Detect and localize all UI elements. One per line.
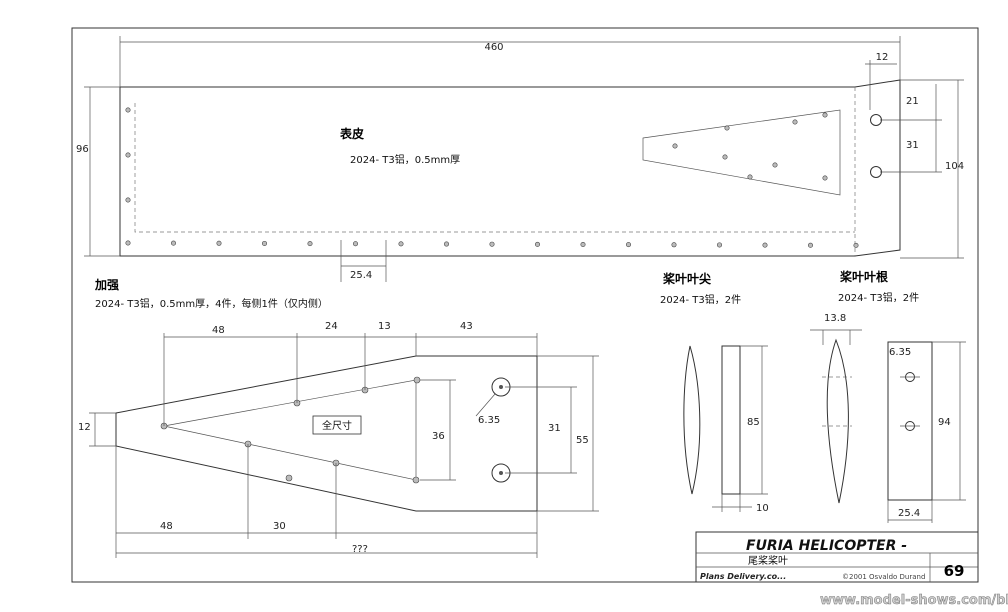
blade-root-hole-label: 6.35 [889,347,911,358]
watermark: www.model-shows.com/bbs [800,588,1008,612]
blade-root-view: 桨叶叶根 2024- T3铝，2件 13.8 6.35 94 25.4 [810,269,966,523]
blade-tip-view: 桨叶叶尖 2024- T3铝，2件 85 10 [660,271,769,514]
skin-outline [119,79,901,257]
reinforcement-view: 加强 2024- T3铝，0.5mm厚，4件，每侧1件（仅内侧） 全尺寸 48 … [78,277,599,558]
skin-rivet-pitch-label: 25.4 [350,270,372,281]
rivet [307,241,313,247]
blade-tip-title: 桨叶叶尖 [662,271,711,286]
blade-root-material: 2024- T3铝，2件 [838,292,919,304]
distributor: Plans Delivery.co... [700,572,786,581]
reinforcement-material: 2024- T3铝，0.5mm厚，4件，每侧1件（仅内侧） [95,297,328,310]
rivet [672,143,678,149]
skin-tab-label: 12 [876,52,889,63]
rivet [747,174,753,180]
reinforcement-hole-pattern [163,379,417,481]
dim-total: ??? [352,544,368,555]
blade-root-width-top: 13.8 [824,313,846,324]
dim-36: 36 [432,431,445,442]
dim-13: 13 [378,321,391,332]
watermark-text: www.model-shows.com/bbs [820,593,1008,608]
blade-root-height: 94 [938,417,951,428]
rivet [724,125,730,131]
rivet [822,112,828,118]
rivet [580,242,586,248]
blade-tip-height: 85 [747,417,760,428]
rivet [853,242,859,248]
sheet-border [71,27,979,583]
skin-material: 2024- T3铝，0.5mm厚 [350,154,460,166]
blade-tip-profile [683,345,701,495]
blade-root-profile [826,338,849,504]
copyright: ©2001 Osvaldo Durand [842,573,925,581]
skin-length-label: 460 [484,42,503,53]
rivet [352,241,358,247]
rivet [671,242,677,248]
reinforcement-title: 加强 [94,277,119,292]
skin-mount-hole [870,114,882,126]
hole-dia-label: 6.35 [478,415,500,426]
skin-rib-outline [642,109,841,196]
blade-tip-material: 2024- T3铝，2件 [660,294,741,306]
full-size-note: 全尺寸 [322,419,352,432]
rivet [125,107,131,113]
dim-48-top: 48 [212,325,225,336]
rivet [807,242,813,248]
rivet [716,242,722,248]
rivet [125,240,131,246]
rivet [261,240,267,246]
blade-tip-plan [721,345,741,495]
blade-tip-width: 10 [756,503,769,514]
rivet [398,241,404,247]
rivet [216,240,222,246]
skin-title: 表皮 [339,126,364,141]
rivet [625,242,631,248]
rivet [171,240,177,246]
rivet [534,241,540,247]
rivet [722,154,728,160]
skin-height-right-label: 104 [945,161,964,172]
skin-mount-hole [870,166,882,178]
blade-root-title: 桨叶叶根 [839,269,888,284]
dim-24: 24 [325,321,338,332]
dim-48-bottom: 48 [160,521,173,532]
skin-hole-spacing-label: 31 [906,140,919,151]
title-block: FURIA HELICOPTER - 尾桨桨叶 Plans Delivery.c… [695,531,979,583]
dim-43: 43 [460,321,473,332]
rivet [772,162,778,168]
project-name: FURIA HELICOPTER - [746,538,907,554]
skin-view: 460 12 96 104 21 31 25.4 表皮 2024- T3铝，0.… [76,36,964,282]
rivet [762,242,768,248]
rivet [822,175,828,181]
dim-12: 12 [78,422,91,433]
rivet [792,119,798,125]
skin-rivets [125,240,859,248]
part-name: 尾桨桨叶 [748,554,788,567]
skin-inner-dashline [134,103,855,233]
dim-55: 55 [576,435,589,446]
page-number: 69 [944,562,965,580]
blade-root-width: 25.4 [898,508,920,519]
skin-top-offset-label: 21 [906,96,919,107]
skin-height-left-label: 96 [76,144,89,155]
rivet [443,241,449,247]
dim-31: 31 [548,423,561,434]
dim-30: 30 [273,521,286,532]
rivet [125,152,131,158]
rivet [125,197,131,203]
blade-root-plan [887,341,933,501]
rivet [489,241,495,247]
